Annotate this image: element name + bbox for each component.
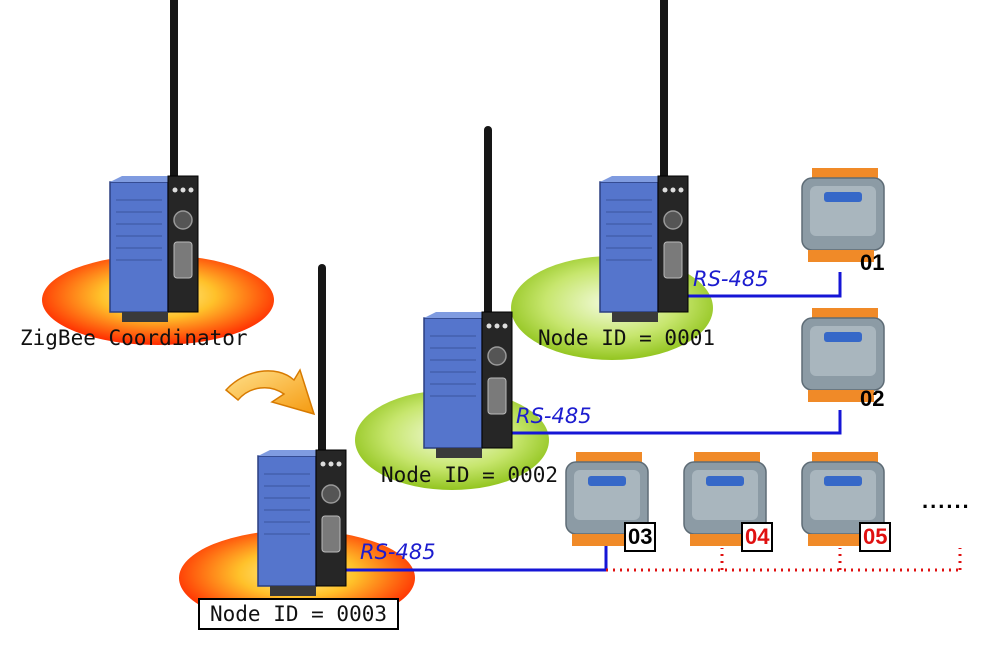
rs485-label-node3: RS-485 [360,540,436,564]
node2-label: Node ID = 0002 [381,463,559,487]
module-id-01: 01 [860,250,885,275]
module-id-04: 04 [741,522,774,552]
more-modules-ellipsis: ...... [922,488,971,513]
zigbee-device-icon [257,263,347,597]
zigbee-device-icon [109,0,199,323]
extension-line [606,548,962,572]
rs485-label-node2: RS-485 [516,404,592,428]
module-id-02: 02 [860,386,885,411]
curved-arrow-icon [224,368,316,416]
coordinator-label: ZigBee Coordinator [20,326,248,350]
module-id-05: 05 [859,522,892,552]
rs485-line-node2 [502,410,842,435]
rs485-line-node1 [662,272,842,298]
io-module-icon [801,167,885,263]
module-id-03: 03 [624,522,657,552]
node1-label: Node ID = 0001 [538,326,716,350]
rs485-label-node1: RS-485 [693,267,769,291]
zigbee-device-icon [599,0,689,323]
node3-label: Node ID = 0003 [198,598,400,630]
zigbee-device-icon [423,125,513,459]
